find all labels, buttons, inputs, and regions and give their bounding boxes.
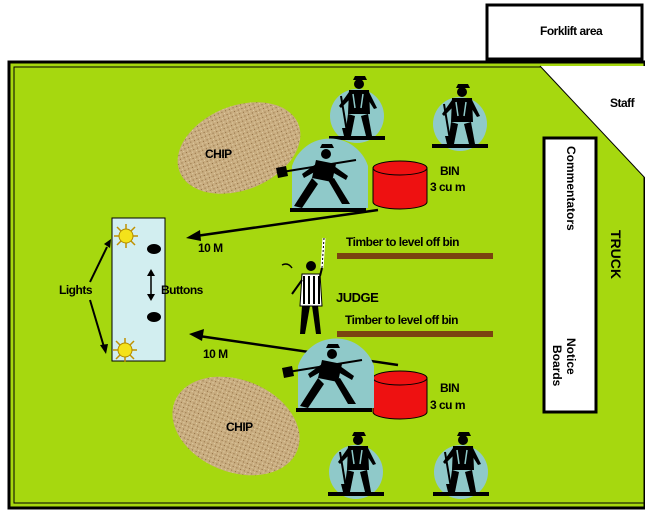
- button-double-arrow-icon: [147, 269, 155, 301]
- truck-label: TRUCK: [608, 230, 624, 279]
- bin-top: [372, 160, 428, 210]
- timber-top: [337, 253, 493, 259]
- lights-arrows: [89, 239, 111, 354]
- lights-label: Lights: [59, 283, 93, 297]
- judge-figure: [281, 237, 326, 334]
- chip-label-bottom: CHIP: [226, 420, 253, 434]
- distance-label-top: 10 M: [198, 241, 223, 255]
- bin-bottom: [372, 370, 428, 420]
- timber-bottom: [337, 331, 493, 337]
- distance-label-bottom: 10 M: [203, 347, 228, 361]
- forklift-area-label: Forklift area: [540, 24, 603, 38]
- forklift-area-box: [485, 3, 644, 61]
- commentators-label: Commentators: [564, 146, 578, 231]
- buttons-label: Buttons: [161, 283, 203, 297]
- distance-arrow-top: [186, 208, 379, 241]
- chip-label-top: CHIP: [205, 147, 232, 161]
- timber-label-bottom: Timber to level off bin: [345, 313, 458, 327]
- bin-volume-top: 3 cu m: [430, 180, 466, 194]
- bin-label-bottom: BIN: [440, 381, 460, 395]
- light-bulb-bottom-icon: [113, 338, 137, 362]
- timber-label-top: Timber to level off bin: [346, 235, 459, 249]
- light-bulb-top-icon: [114, 224, 138, 248]
- truck-box: [542, 136, 598, 414]
- bin-label-top: BIN: [440, 164, 460, 178]
- bin-volume-bottom: 3 cu m: [430, 398, 466, 412]
- judge-label: JUDGE: [336, 290, 379, 305]
- chip-pile-top: [177, 102, 301, 194]
- staff-label: Staff: [610, 96, 635, 110]
- chip-pile-bottom: [172, 376, 300, 476]
- button-top: [147, 244, 161, 254]
- button-bottom: [147, 312, 161, 322]
